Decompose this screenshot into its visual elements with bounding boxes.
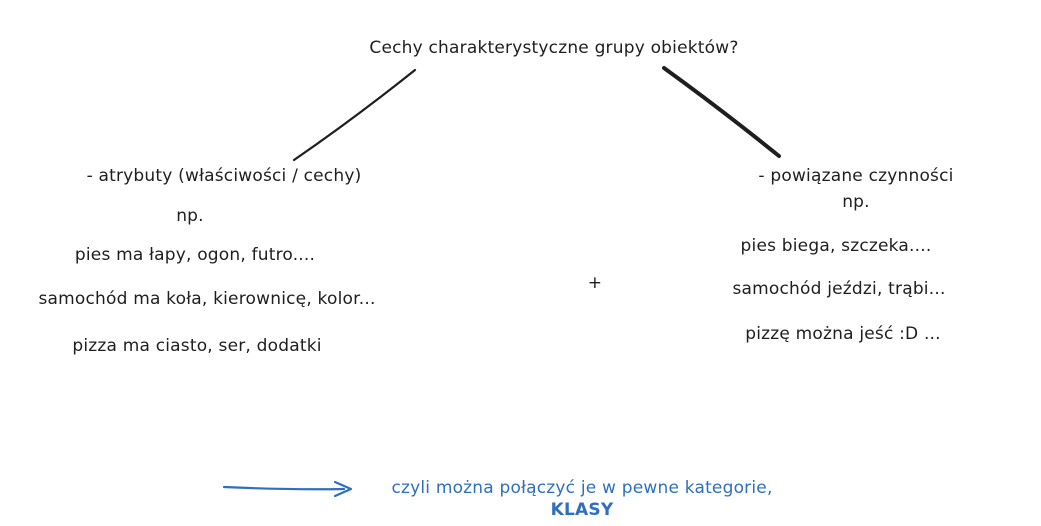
- conclusion-arrow-head[interactable]: [333, 480, 353, 498]
- actions-heading[interactable]: - powiązane czynności: [758, 166, 954, 186]
- attributes-example-3[interactable]: pizza ma ciasto, ser, dodatki: [72, 336, 322, 356]
- attributes-heading[interactable]: - atrybuty (właściwości / cechy): [86, 166, 362, 186]
- actions-np-label[interactable]: np.: [842, 192, 870, 212]
- attributes-example-2[interactable]: samochód ma koła, kierownicę, kolor...: [38, 289, 376, 309]
- right-branch-line[interactable]: [662, 66, 781, 158]
- actions-example-3[interactable]: pizzę można jeść :D ...: [745, 324, 941, 344]
- conclusion-keyword[interactable]: KLASY: [550, 500, 614, 520]
- attributes-np-label[interactable]: np.: [176, 206, 204, 226]
- attributes-example-1[interactable]: pies ma łapy, ogon, futro....: [74, 245, 316, 265]
- actions-example-1[interactable]: pies biega, szczeka....: [740, 236, 932, 256]
- conclusion-arrow[interactable]: [222, 485, 346, 491]
- actions-example-2[interactable]: samochód jeździ, trąbi...: [732, 279, 946, 299]
- diagram-title[interactable]: Cechy charakterystyczne grupy obiektów?: [369, 38, 739, 58]
- conclusion-text[interactable]: czyli można połączyć je w pewne kategori…: [391, 478, 773, 498]
- plus-sign[interactable]: +: [587, 273, 603, 293]
- left-branch-line[interactable]: [292, 68, 417, 162]
